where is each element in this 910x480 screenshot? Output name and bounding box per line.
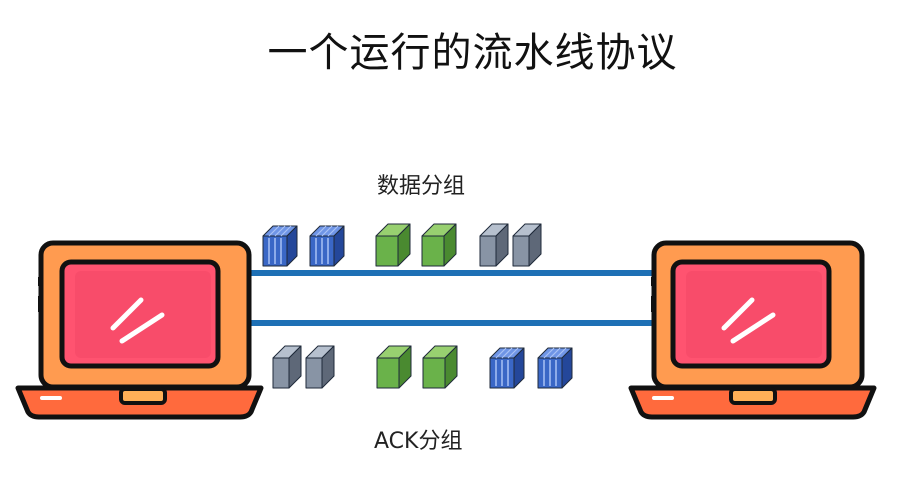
packet-blue: [262, 225, 298, 267]
diagram-title: 一个运行的流水线协议: [267, 30, 678, 76]
ack-packets-label: ACK分组: [374, 429, 463, 454]
packet-gray: [305, 345, 335, 389]
sender-laptop-icon: [15, 240, 264, 420]
packet-green: [422, 345, 458, 389]
packet-blue: [537, 347, 573, 389]
packet-gray: [272, 345, 302, 389]
packet-gray: [512, 223, 542, 267]
packet-green: [421, 223, 457, 267]
receiver-laptop-icon: [628, 240, 877, 420]
packet-green: [376, 345, 412, 389]
packet-green: [375, 223, 411, 267]
packet-blue: [309, 225, 345, 267]
data-packets-label: 数据分组: [377, 174, 466, 199]
ack-packets: [272, 345, 573, 389]
packet-gray: [479, 223, 509, 267]
packet-blue: [489, 347, 525, 389]
data-packets: [262, 223, 542, 267]
